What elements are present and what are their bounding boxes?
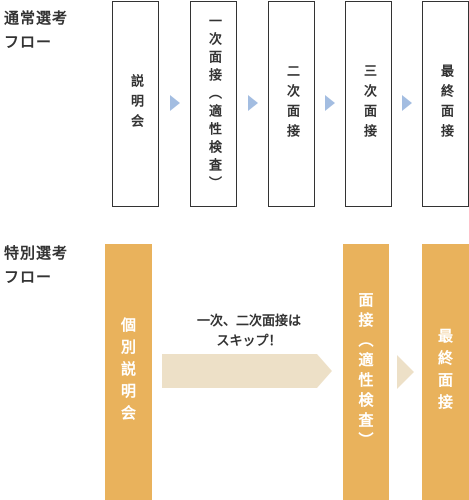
normal-step-briefing-label: 説明会	[128, 74, 143, 134]
step-arrow-icon	[397, 355, 414, 389]
normal-step-first-interview-label: 一次面接（適性検査）	[206, 14, 221, 194]
special-flow-label-line-2: フロー	[4, 268, 53, 286]
normal-step-final-interview-label: 最終面接	[438, 64, 453, 144]
step-arrow-icon	[402, 95, 412, 111]
normal-step-third-interview: 三次面接	[345, 1, 392, 207]
step-arrow-icon	[248, 95, 258, 111]
step-arrow-icon	[170, 95, 180, 111]
normal-step-first-interview: 一次面接（適性検査）	[190, 1, 237, 207]
normal-step-second-interview-label: 二次面接	[284, 64, 299, 144]
special-step-final-interview: 最終面接	[422, 244, 469, 500]
normal-flow-label-line-1: 通常選考	[4, 9, 69, 27]
special-step-interview: 面接（適性検査）	[343, 244, 389, 500]
normal-flow-label: 通常選考 フロー	[4, 6, 68, 54]
special-step-individual-briefing: 個別説明会	[105, 244, 152, 500]
special-flow-label-line-1: 特別選考	[4, 244, 69, 262]
skip-note-line-1: 一次、二次面接は	[196, 314, 301, 329]
normal-step-second-interview: 二次面接	[268, 1, 315, 207]
normal-step-third-interview-label: 三次面接	[361, 64, 376, 144]
normal-step-final-interview: 最終面接	[422, 1, 469, 207]
special-step-final-interview-label: 最終面接	[436, 328, 454, 416]
special-step-interview-label: 面接（適性検査）	[356, 292, 375, 452]
skip-note: 一次、二次面接は スキップ！	[170, 312, 328, 352]
skip-arrow-icon	[162, 354, 332, 388]
special-flow-label: 特別選考 フロー	[4, 241, 68, 289]
normal-flow-label-line-2: フロー	[4, 33, 53, 51]
step-arrow-icon	[325, 95, 335, 111]
skip-note-line-2: スキップ！	[216, 334, 282, 349]
special-step-individual-briefing-label: 個別説明会	[119, 317, 137, 427]
normal-step-briefing: 説明会	[112, 1, 159, 207]
